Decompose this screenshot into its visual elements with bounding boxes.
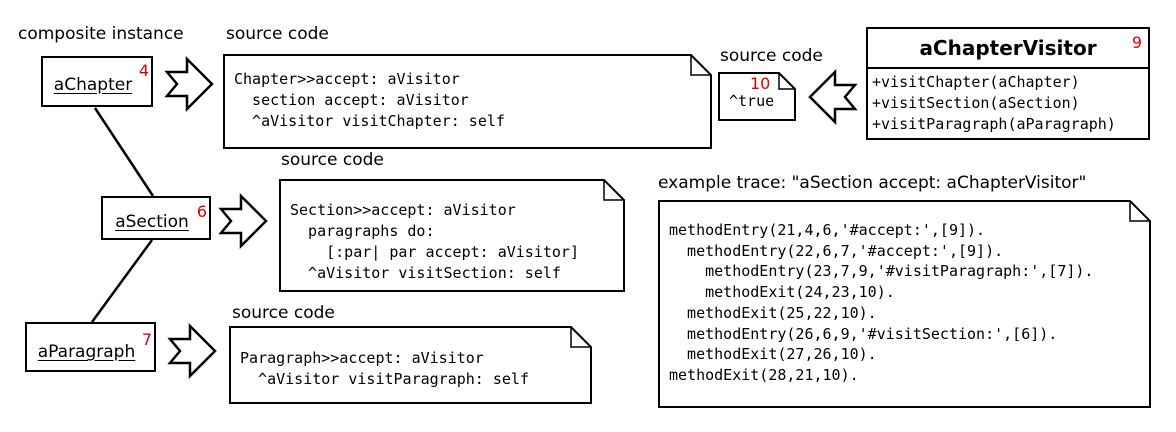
visitor-code-caption: source code: [720, 46, 823, 66]
class-name: aChapterVisitor: [868, 29, 1148, 69]
chapter-to-code-arrow: [164, 55, 214, 113]
instance-label: aChapter: [53, 75, 133, 95]
visitor-code-text: ^true: [729, 92, 775, 110]
instance-label: aParagraph: [37, 342, 136, 362]
section-code-note: [279, 179, 625, 292]
instance-label: aSection: [115, 212, 189, 232]
chapter-code-note: [223, 54, 712, 149]
section-code-text: Section>>accept: aVisitor paragraphs do:…: [290, 200, 579, 284]
code-line: ^aVisitor visitSection: self: [290, 264, 561, 282]
trace-line: methodExit(24,23,10).: [669, 283, 895, 302]
code-line: paragraphs do:: [290, 222, 435, 240]
class-method: +visitParagraph(aParagraph): [872, 115, 1116, 133]
instance-number: 7: [141, 330, 152, 349]
trace-line: methodEntry(23,7,9,'#visitParagraph:',[7…: [669, 262, 1094, 281]
chapter-code-caption: source code: [226, 24, 329, 44]
instance-asection: aSection 6: [101, 196, 211, 240]
instance-achapter: aChapter 4: [41, 56, 153, 107]
code-line: Section>>accept: aVisitor: [290, 201, 516, 219]
instance-number: 6: [196, 202, 207, 221]
code-line: ^aVisitor visitChapter: self: [234, 112, 505, 130]
code-line: ^aVisitor visitParagraph: self: [240, 370, 529, 388]
class-number: 9: [1131, 33, 1142, 52]
paragraph-code-caption: source code: [232, 303, 335, 323]
visitor-code-number: 10: [750, 74, 771, 93]
class-method: +visitSection(aSection): [872, 94, 1080, 112]
trace-line: methodExit(25,22,10).: [669, 303, 877, 322]
composite-instance-caption: composite instance: [18, 24, 184, 44]
section-paragraph-link: [90, 239, 154, 323]
achaptervisitor-class: aChapterVisitor 9 +visitChapter(aChapter…: [866, 27, 1150, 140]
trace-line: methodEntry(22,6,7,'#accept:',[9]).: [669, 241, 1004, 260]
code-line: [:par| par accept: aVisitor]: [290, 243, 579, 261]
paragraph-to-code-arrow: [167, 322, 217, 380]
chapter-section-link: [93, 107, 155, 197]
trace-line: methodExit(27,26,10).: [669, 345, 877, 364]
section-to-code-arrow: [218, 192, 268, 250]
section-code-caption: source code: [281, 150, 384, 170]
trace-caption: example trace: "aSection accept: aChapte…: [658, 173, 1087, 193]
instance-number: 4: [138, 61, 149, 80]
visitor-to-code-arrow: [808, 68, 858, 126]
code-line: Chapter>>accept: aVisitor: [234, 70, 460, 88]
class-method: +visitChapter(aChapter): [872, 73, 1080, 91]
chapter-code-text: Chapter>>accept: aVisitor section accept…: [234, 69, 505, 132]
paragraph-code-note: [229, 326, 592, 404]
trace-note: [658, 200, 1151, 408]
trace-line: methodEntry(21,4,6,'#accept:',[9]).: [669, 221, 986, 239]
instance-aparagraph: aParagraph 7: [25, 322, 156, 372]
code-line: Paragraph>>accept: aVisitor: [240, 349, 484, 367]
visitor-code-note: [718, 72, 796, 121]
code-line: section accept: aVisitor: [234, 91, 469, 109]
trace-line: methodEntry(26,6,9,'#visitSection:',[6])…: [669, 324, 1058, 343]
paragraph-code-text: Paragraph>>accept: aVisitor ^aVisitor vi…: [240, 348, 529, 390]
trace-text: methodEntry(21,4,6,'#accept:',[9]). meth…: [669, 220, 1093, 386]
trace-line: methodExit(28,21,10).: [669, 365, 859, 384]
